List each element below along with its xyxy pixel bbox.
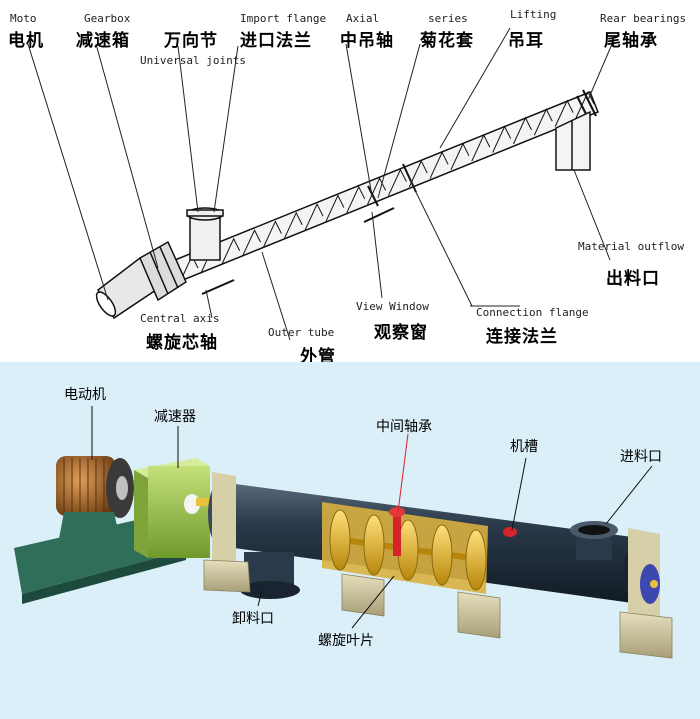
inlet-3d-shape: [570, 521, 618, 560]
view-window-label-en: View Window: [356, 300, 429, 313]
helix-flight: [408, 159, 428, 188]
series-label-en: series: [428, 12, 468, 25]
screw-conveyor-3d-render: 电动机 减速器 中间轴承 机槽 进料口 卸料口 螺旋叶片: [0, 362, 700, 719]
screw-flight: [329, 509, 351, 571]
bottom-leader-lines: [91, 406, 653, 629]
series-label-cn: 菊花套: [420, 31, 474, 51]
end-plate-left: [212, 472, 236, 568]
connection-flange-label-cn: 连接法兰: [486, 327, 558, 347]
helix-flight: [492, 125, 512, 153]
lifting-label-en: Lifting: [510, 8, 557, 21]
helix-flight: [429, 151, 449, 179]
blade-label: 螺旋叶片: [318, 633, 374, 649]
screw-flight: [465, 529, 487, 591]
helix-flight: [325, 194, 345, 222]
screw-flight: [431, 524, 453, 586]
universal-joint-label-cn: 万向节: [164, 31, 218, 51]
helix-flight: [513, 116, 532, 145]
moto-label-cn: 电机: [8, 31, 44, 51]
material-outflow-label-en: Material outflow: [578, 240, 684, 253]
helix-flight: [575, 90, 595, 119]
helix-flight: [304, 203, 324, 231]
helix-flight: [387, 168, 407, 196]
central-axis-marker: [201, 279, 235, 295]
central-axis-label-cn: 螺旋芯轴: [146, 333, 218, 353]
reducer-3d-shape: [134, 458, 210, 558]
middle-bearing-label: 中间轴承: [376, 419, 432, 435]
lifting-label-cn: 吊耳: [508, 31, 544, 51]
central-axis-label-en: Central axis: [140, 312, 220, 325]
conveyor-line-drawing-svg: [27, 27, 613, 341]
helix-flight: [283, 211, 303, 240]
view-window-label-cn: 观察窗: [374, 323, 428, 343]
rear-bearings-label-cn: 尾轴承: [604, 31, 658, 51]
conveyor-3d-svg: [14, 406, 673, 659]
outer-tube-label-en: Outer tube: [268, 326, 335, 339]
axial-label-en: Axial: [346, 12, 380, 25]
import-flange-label-en: Import flange: [240, 12, 327, 25]
import-flange-label-cn: 进口法兰: [240, 31, 312, 51]
helix-flight: [450, 142, 470, 170]
end-plate-right: [628, 528, 660, 624]
support-legs: [203, 559, 673, 659]
helix-flight: [471, 134, 491, 162]
connection-flange-label-en: Connection flange: [476, 306, 589, 319]
moto-label-en: Moto: [10, 12, 37, 25]
middle-bearing-shape: [389, 507, 405, 556]
screw-conveyor-line-drawing: Moto 电机 Gearbox 减速箱 万向节 Universal joints…: [8, 8, 687, 367]
helix-flight: [346, 185, 366, 214]
screw-blade-flights: [329, 509, 487, 591]
helix-flight: [533, 108, 553, 136]
universal-joint-label-en: Universal joints: [140, 54, 246, 67]
motor-3d-shape: [56, 456, 134, 544]
screw-flight: [363, 514, 385, 576]
rear-bearings-label-en: Rear bearings: [600, 12, 687, 25]
helix-flight: [221, 237, 241, 265]
outlet-label: 卸料口: [232, 611, 274, 627]
outlet-3d-shape: [240, 552, 300, 599]
helix-flight: [554, 99, 574, 127]
axial-label-cn: 中吊轴: [340, 31, 394, 51]
gearbox-label-cn: 减速箱: [76, 31, 130, 51]
helix-flight: [262, 220, 282, 248]
trough-label: 机槽: [510, 439, 538, 455]
inlet-label: 进料口: [620, 449, 662, 465]
view-window-shape: [363, 207, 395, 223]
helix-flight: [242, 228, 261, 257]
gearbox-shape: [139, 240, 187, 302]
material-outlet-shape: [555, 110, 591, 171]
leader-lines: [27, 27, 613, 341]
motor-label: 电动机: [64, 387, 106, 403]
reducer-label: 减速器: [154, 409, 196, 425]
material-outflow-label-cn: 出料口: [606, 269, 660, 289]
red-valve-shape: [503, 527, 517, 537]
gearbox-label-en: Gearbox: [84, 12, 131, 25]
inlet-flange-shape: [186, 207, 224, 261]
